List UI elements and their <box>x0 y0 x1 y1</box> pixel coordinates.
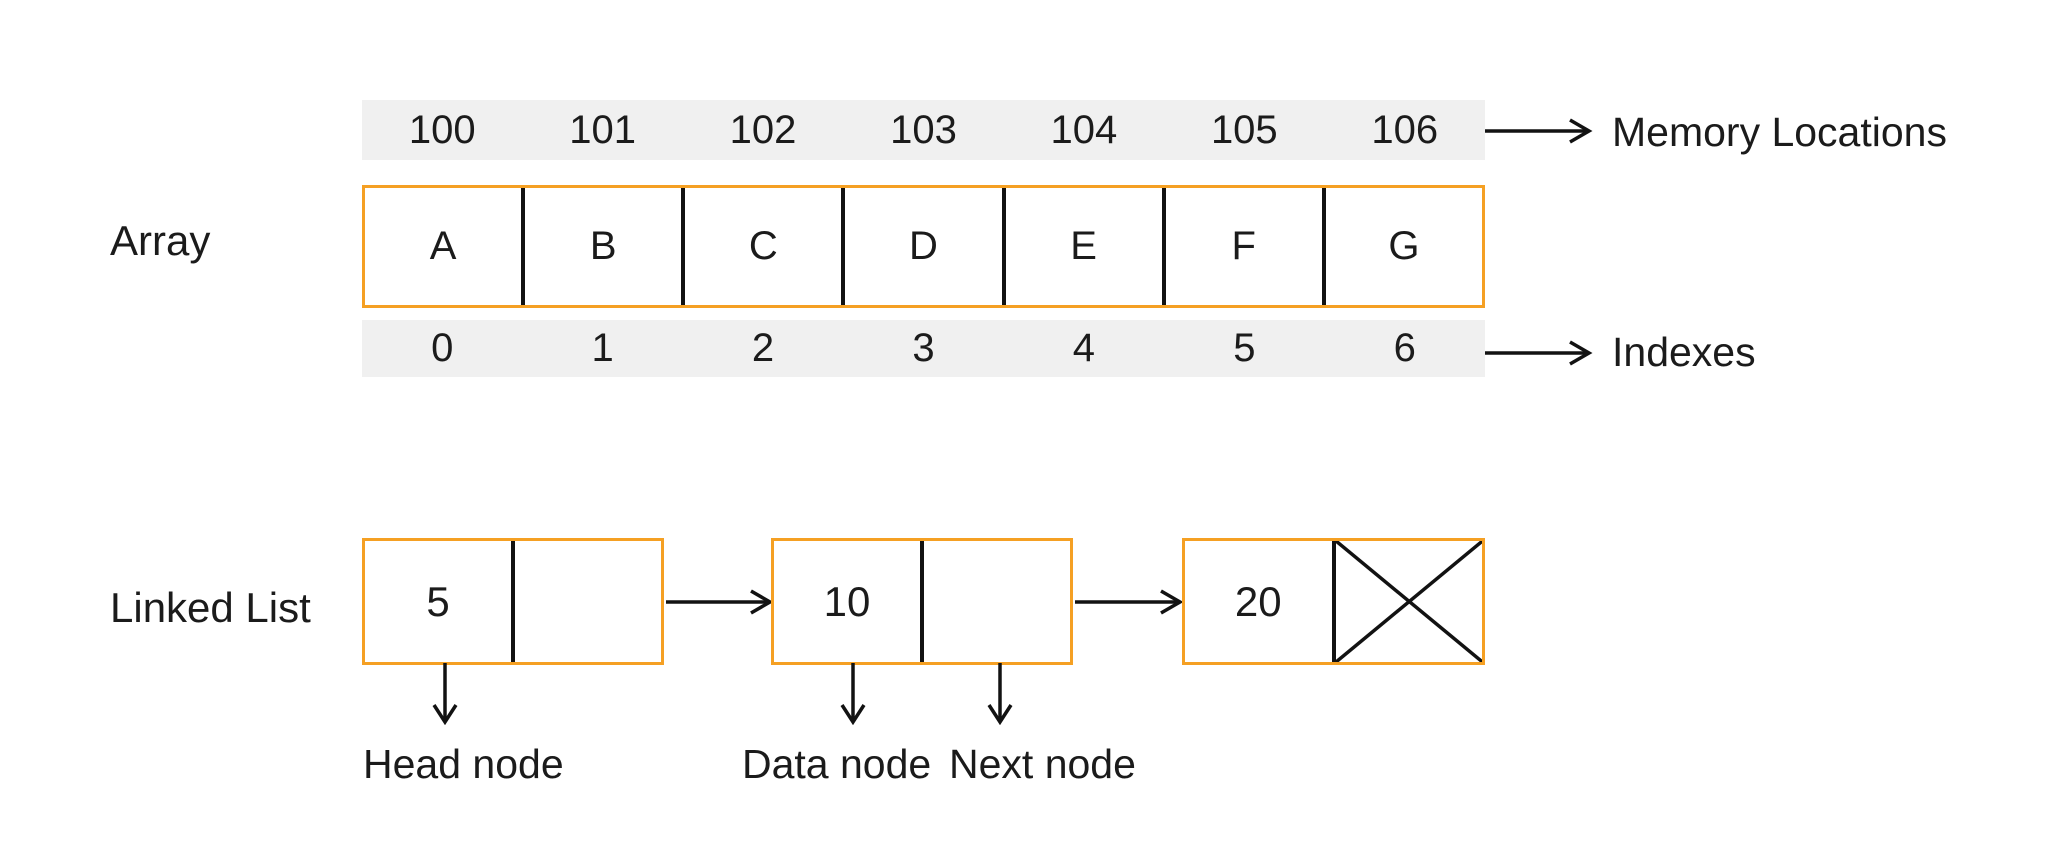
head-node-caption: Head node <box>363 741 564 787</box>
null-cross-icon <box>1336 541 1483 662</box>
index-cell: 0 <box>431 326 454 370</box>
index-cell: 1 <box>591 326 614 370</box>
arrow-right-icon <box>1075 589 1184 615</box>
memory-location-cell: 104 <box>1050 107 1118 152</box>
node-next-half <box>1336 541 1483 662</box>
data-node-caption: Data node <box>742 741 932 787</box>
array-cell: B <box>525 188 686 305</box>
arrow-down-icon <box>987 663 1013 725</box>
index-cell: 4 <box>1072 326 1096 370</box>
node-next-half <box>515 541 661 662</box>
array-cell: C <box>685 188 846 305</box>
linked-list-node: 20 <box>1182 538 1485 665</box>
memory-location-cell: 101 <box>569 107 636 152</box>
memory-location-cell: 106 <box>1371 107 1439 152</box>
memory-locations-strip: 100 101 102 103 104 105 106 <box>362 100 1485 160</box>
memory-locations-caption: Memory Locations <box>1612 109 1947 155</box>
array-cell: F <box>1166 188 1326 305</box>
next-node-caption: Next node <box>949 741 1136 787</box>
array-cell: E <box>1006 188 1166 305</box>
arrow-down-icon <box>840 663 866 725</box>
memory-location-cell: 105 <box>1210 107 1278 152</box>
array-label: Array <box>110 217 211 264</box>
memory-location-cell: 103 <box>890 107 957 152</box>
memory-location-cell: 102 <box>729 107 797 152</box>
memory-location-cell: 100 <box>408 107 476 152</box>
node-data-half: 10 <box>774 541 924 662</box>
node-data-half: 5 <box>365 541 515 662</box>
indexes-strip: 0 1 2 3 4 5 6 <box>362 320 1485 377</box>
linked-list-node: 10 <box>771 538 1073 665</box>
arrow-right-icon <box>1485 340 1593 366</box>
node-data-half: 20 <box>1185 541 1336 662</box>
linked-list-label: Linked List <box>110 584 311 631</box>
array-box: A B C D E F G <box>362 185 1485 308</box>
array-cell: A <box>365 188 526 305</box>
indexes-caption: Indexes <box>1612 329 1756 375</box>
index-cell: 3 <box>912 326 935 370</box>
arrow-right-icon <box>666 589 774 615</box>
index-cell: 2 <box>751 326 775 370</box>
node-next-half <box>924 541 1070 662</box>
index-cell: 6 <box>1393 326 1416 370</box>
arrow-down-icon <box>432 663 458 725</box>
index-cell: 5 <box>1233 326 1256 370</box>
arrow-right-icon <box>1485 118 1593 144</box>
linked-list-node: 5 <box>362 538 664 665</box>
array-cell: G <box>1388 224 1420 268</box>
array-cell: D <box>845 188 1006 305</box>
